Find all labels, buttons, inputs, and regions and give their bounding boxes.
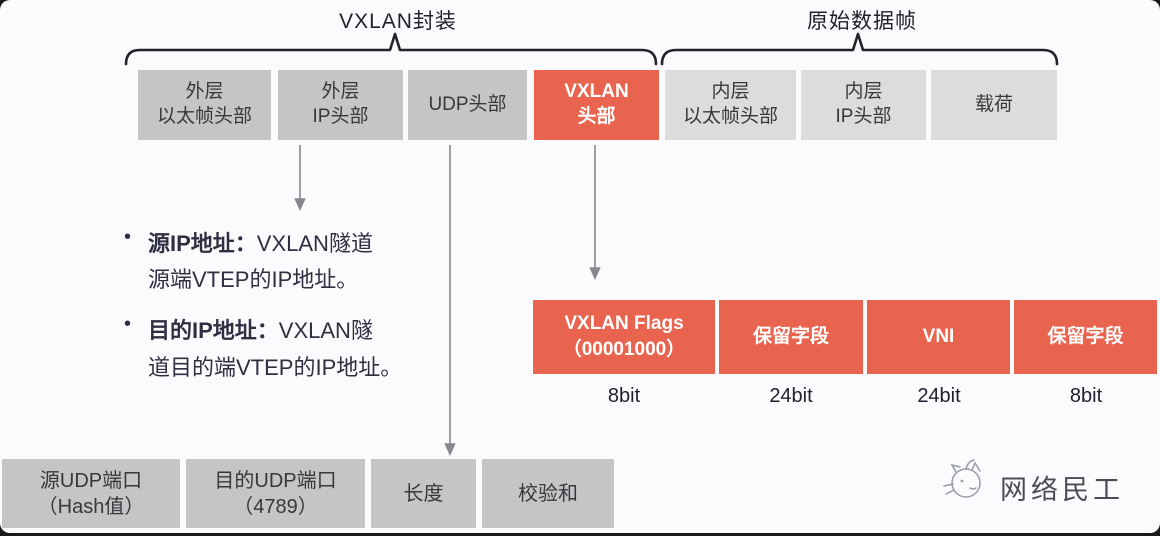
arrowhead-vxlan-detail [589,267,601,280]
udp-field-label: （4789） [233,495,318,518]
bullet-icon: • [124,313,132,335]
packet-box-label: 以太帧头部 [682,106,778,127]
packet-box-vxlan-header: VXLAN 头部 [534,70,659,140]
packet-box-payload: 载荷 [931,70,1057,140]
note-text: 道目的端VTEP的IP地址。 [148,355,403,380]
packet-box-udp-header: UDP头部 [408,70,527,140]
packet-box-label: UDP头部 [428,93,507,115]
vxlan-field-reserved-2: 保留字段 [1014,300,1157,374]
brace-original-frame [660,32,1059,66]
arrowhead-outer-ip-note [294,198,306,211]
udp-field-label: 长度 [403,482,444,505]
note-term: 源IP地址： [148,231,257,256]
logo-mascot-icon [943,459,981,498]
packet-box-label: IP头部 [312,106,369,127]
udp-field-label: （Hash值） [37,495,145,518]
bit-label-flags: 8bit [607,385,641,407]
packet-box-outer-ip-header: 外层 IP头部 [278,70,403,140]
packet-box-label: 外层 [185,81,224,103]
udp-field-label: 源UDP端口 [39,469,143,492]
vxlan-field-label: 保留字段 [752,326,829,348]
packet-box-label: 载荷 [974,93,1013,115]
udp-field-label: 目的UDP端口 [214,469,337,492]
udp-field-src-port: 源UDP端口 （Hash值） [2,459,180,528]
udp-field-label: 校验和 [518,482,578,505]
packet-box-outer-eth-header: 外层 以太帧头部 [138,70,271,140]
vxlan-field-label: VNI [922,326,955,348]
bit-label-vni: 24bit [917,385,961,407]
packet-box-label: 以太帧头部 [156,106,252,127]
packet-box-label: 外层 [321,81,360,103]
bit-label-reserved-2: 8bit [1069,385,1103,407]
packet-box-label: 内层 [711,81,750,103]
bullet-icon: • [124,226,132,248]
packet-box-label: IP头部 [835,106,892,127]
packet-box-label: 头部 [577,106,616,127]
packet-box-inner-ip-header: 内层 IP头部 [801,70,926,140]
packet-box-inner-eth-header: 内层 以太帧头部 [665,70,796,140]
note-text: 源端VTEP的IP地址。 [148,267,359,292]
vxlan-field-label: （00001000） [562,339,686,360]
udp-field-checksum: 校验和 [482,459,614,528]
udp-field-length: 长度 [371,459,476,528]
note-text: VXLAN隧 [278,318,373,343]
vxlan-field-flags: VXLAN Flags （00001000） [533,300,715,374]
brace-label-vxlan-encapsulation: VXLAN封装 [339,10,457,33]
bit-label-reserved-1: 24bit [769,385,813,407]
udp-field-dst-port: 目的UDP端口 （4789） [186,459,365,528]
arrowhead-udp-detail [444,443,456,456]
vxlan-field-vni: VNI [867,300,1010,374]
packet-box-label: 内层 [844,81,883,103]
vxlan-field-label: VXLAN Flags [564,313,684,335]
note-text: VXLAN隧道 [256,231,373,256]
packet-box-label: VXLAN [564,81,629,103]
vxlan-field-label: 保留字段 [1047,326,1124,348]
logo-text: 网络民工 [1000,475,1124,505]
vxlan-field-reserved-1: 保留字段 [719,300,863,374]
brace-vxlan-encapsulation [124,32,658,66]
note-term: 目的IP地址： [148,318,279,343]
brace-label-original-frame: 原始数据帧 [807,10,917,33]
